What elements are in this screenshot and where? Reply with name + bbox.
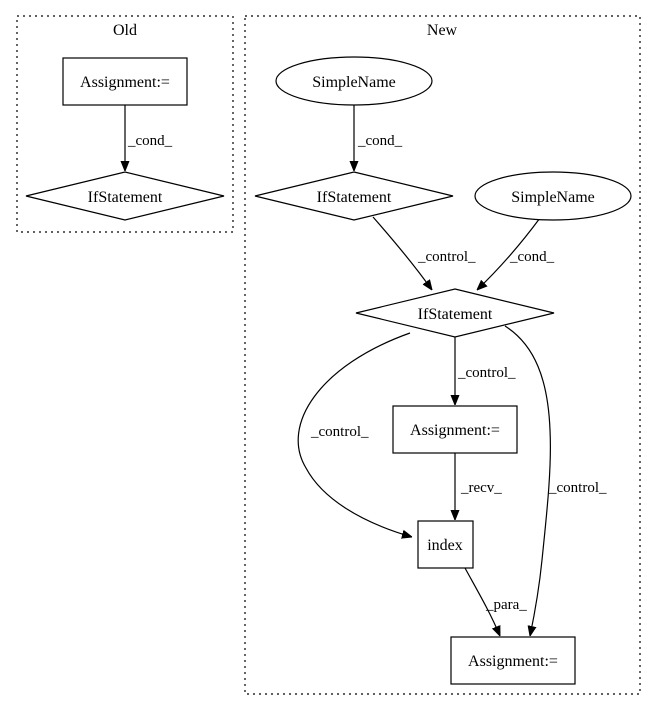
node-simplename-1: SimpleName <box>275 56 433 106</box>
node-label: Assignment:= <box>468 653 558 670</box>
edge-line <box>297 332 412 537</box>
node-shape <box>450 636 576 685</box>
node-label: Assignment:= <box>410 422 500 439</box>
node-shape <box>62 57 188 106</box>
edge-label: _recv_ <box>460 480 502 496</box>
node-shape <box>275 56 433 106</box>
cluster-new-label: New <box>427 22 458 39</box>
node-label: IfStatement <box>88 189 163 206</box>
edge-old-cond: _cond_ <box>125 105 173 171</box>
node-shape <box>25 171 225 221</box>
node-label: SimpleName <box>511 189 595 206</box>
cluster-old-border <box>16 15 234 233</box>
cluster-old: Old <box>16 15 234 233</box>
node-shape <box>392 405 518 454</box>
edge-line <box>504 325 551 636</box>
node-label: IfStatement <box>317 189 392 206</box>
edge-label: _control_ <box>548 480 607 496</box>
edge-if2-control-index: _control_ <box>297 332 412 537</box>
edge-if2-control-assignment2: _control_ <box>504 325 607 636</box>
edge-simplename2-cond: _cond_ <box>477 217 555 290</box>
node-simplename-2: SimpleName <box>474 171 632 221</box>
node-label: index <box>427 537 463 554</box>
edge-label: _cond_ <box>127 133 173 149</box>
node-ifstatement-1: IfStatement <box>254 171 454 221</box>
edge-line <box>464 567 501 636</box>
edge-simplename1-cond: _cond_ <box>354 105 403 171</box>
edge-if1-control: _control_ <box>372 216 476 290</box>
node-ifstatement-2: IfStatement <box>355 288 555 338</box>
node-old-ifstatement: IfStatement <box>25 171 225 221</box>
edge-label: _para_ <box>485 597 527 613</box>
edge-if2-control-assignment: _control_ <box>455 336 516 405</box>
edge-index-para: _para_ <box>464 567 527 636</box>
edge-assignment-recv: _recv_ <box>455 453 502 520</box>
node-label: SimpleName <box>312 74 396 91</box>
node-shape <box>355 288 555 338</box>
node-shape <box>254 171 454 221</box>
edge-label: _control_ <box>310 424 369 440</box>
edge-label: _control_ <box>457 365 516 381</box>
edge-line <box>477 217 541 290</box>
edge-label: _cond_ <box>357 133 403 149</box>
node-label: IfStatement <box>418 306 493 323</box>
edge-label: _control_ <box>417 249 476 265</box>
node-shape <box>474 171 632 221</box>
node-old-assignment: Assignment:= <box>62 57 188 106</box>
cluster-old-label: Old <box>113 22 137 39</box>
edge-line <box>372 216 432 290</box>
node-index: index <box>417 520 474 569</box>
node-label: Assignment:= <box>80 74 170 91</box>
edge-label: _cond_ <box>509 249 555 265</box>
node-shape <box>417 520 474 569</box>
node-assignment-1: Assignment:= <box>392 405 518 454</box>
cluster-new-border <box>244 15 641 695</box>
node-assignment-2: Assignment:= <box>450 636 576 685</box>
cluster-new: New <box>244 15 641 695</box>
